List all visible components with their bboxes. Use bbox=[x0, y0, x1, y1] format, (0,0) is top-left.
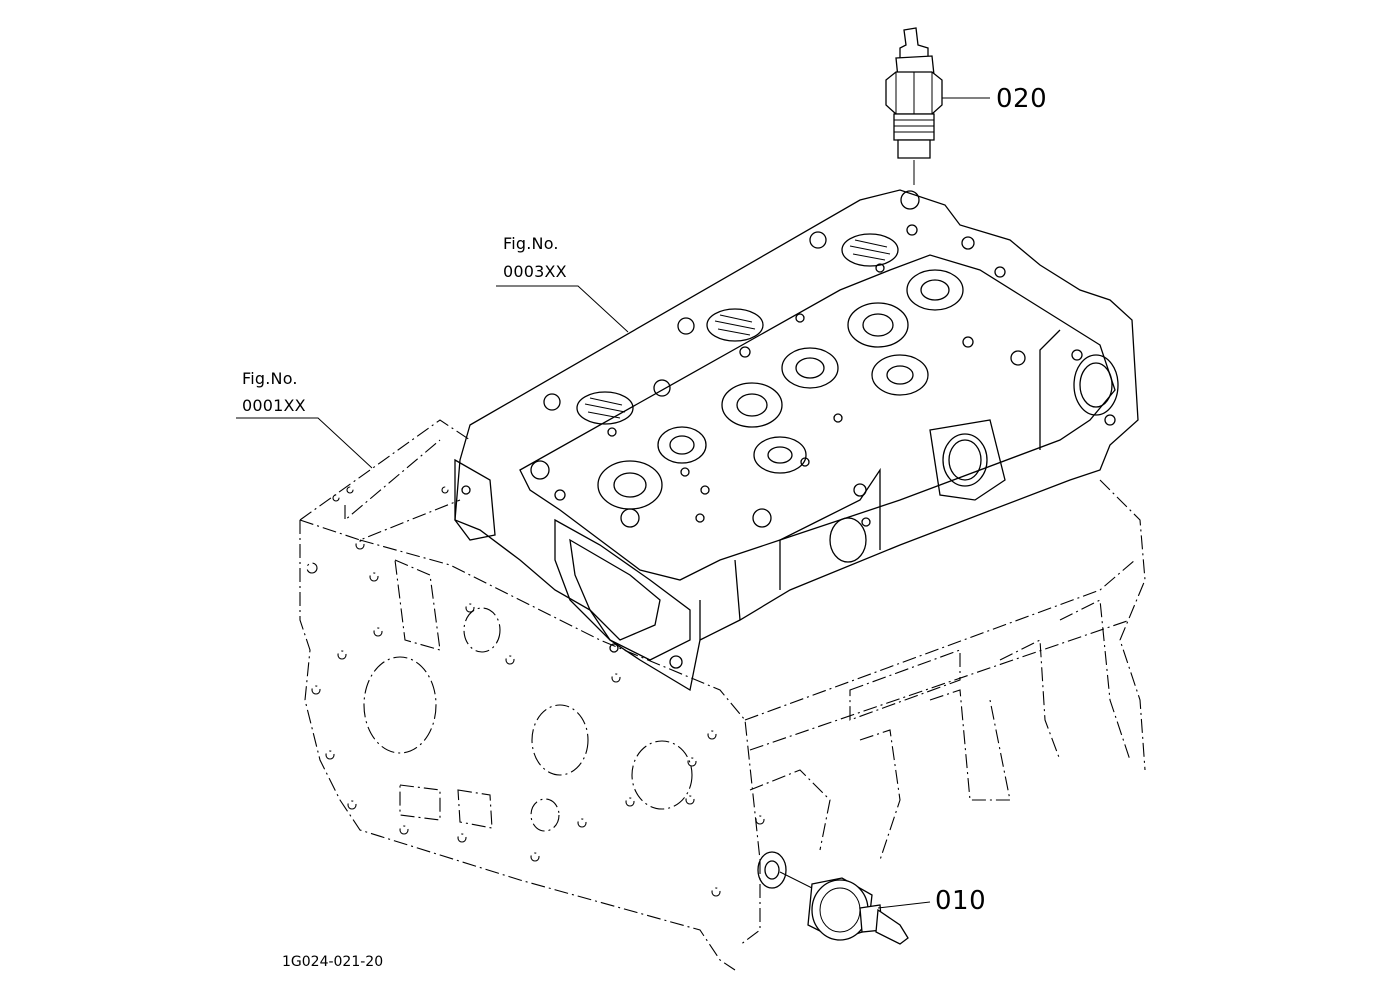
fig-ref-block-line2: 0001XX bbox=[242, 396, 306, 415]
drawing-code: 1G024-021-20 bbox=[282, 954, 384, 970]
cylinder-block bbox=[299, 419, 1146, 971]
fig-ref-block-line1: Fig.No. bbox=[242, 369, 298, 388]
fig-ref-head-line1: Fig.No. bbox=[503, 234, 559, 253]
leader-lines bbox=[236, 285, 629, 469]
part-number-020: 020 bbox=[996, 84, 1048, 114]
part-number-010: 010 bbox=[935, 886, 987, 916]
cylinder-head bbox=[454, 189, 1139, 692]
fig-ref-head-line2: 0003XX bbox=[503, 262, 567, 281]
part-010-pressure-switch bbox=[757, 851, 931, 945]
part-020-temperature-sensor bbox=[885, 27, 990, 185]
